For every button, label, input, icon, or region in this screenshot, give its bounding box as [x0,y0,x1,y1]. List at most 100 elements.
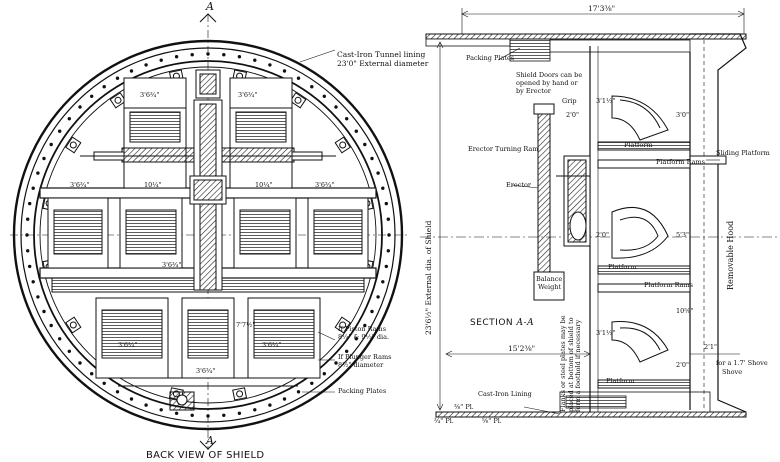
bolt [253,58,257,62]
bolt [36,295,40,299]
label-platform-1: Platform [624,141,653,149]
bolt [384,264,388,269]
bolt [376,295,380,299]
bolt [237,411,242,415]
bottom-ram [565,395,627,409]
ram-head [339,321,347,329]
bolt [36,171,40,175]
label-doors-note-3: by Erector [516,87,551,95]
bolt [268,403,272,407]
top-skin [425,33,747,40]
dim-thick-left: ¾" Pl. [434,417,454,425]
dim-vertical-center: 7'7½" [236,321,256,329]
bolt [322,372,326,376]
lining-inner-ring [20,47,396,423]
label-erector-turning-ram: Erector Turning Ram [468,145,539,153]
outer-ring [12,39,404,431]
section-mark-top: A [206,0,214,13]
bolt [363,323,367,328]
bolt [322,94,326,98]
ram-head [236,390,244,398]
dim-overall-length: 17'3⅜" [588,4,616,13]
bolt [174,411,179,415]
label-plunger-rams-dia: 8½" diameter [338,361,384,369]
bolt [334,105,338,109]
bolt [129,69,134,73]
dim-thick-mid: ⅝" Pl. [482,417,502,425]
bolt [58,337,62,341]
bolt [144,63,148,67]
bolt [386,249,390,253]
label-doors-note-2: opened by hand or [516,79,578,87]
bolt [89,94,94,98]
bolt [370,309,374,314]
shield-skin [33,60,383,410]
bolt [363,142,367,147]
bolt [26,249,30,253]
dim-2ft: 2'0" [596,231,610,239]
section-view [420,8,780,418]
dim-top-right: 3'6¾" [238,91,258,99]
section-arrow-bottom [199,440,217,450]
bottom-compartments [95,297,321,387]
label-platform-2: Platform [608,263,637,271]
label-piston-rams: If Piston Rams [338,325,387,333]
bolt [310,381,314,385]
bolt [296,76,301,80]
bolt [206,414,210,418]
bolt [58,129,62,133]
bolt [49,323,53,328]
bolt [159,58,163,62]
bolt [115,76,120,80]
bolt [334,361,338,365]
central-column [189,99,227,291]
dim-thick-right: ⅜" Pl. [454,403,474,411]
middle-compartments [47,197,369,269]
label-grip: Grip [562,97,577,105]
bolt [25,233,29,237]
bolt [115,390,120,394]
bolt [28,201,32,206]
bolt [78,105,82,109]
dim-bottom: 3'6¾" [196,367,216,375]
dim-bottom-2: 10⅝" [676,307,694,315]
bolt [354,129,358,133]
bolt [49,142,53,147]
dim-5ft: 5'3" [676,231,690,239]
bolt [310,84,314,89]
bolt [282,397,287,401]
bolt [89,372,94,376]
ram-head [294,96,302,104]
ram-head [339,141,347,149]
bolt [222,413,226,417]
bolt [345,116,349,121]
label-plunger-rams: If Plunger Rams [338,353,392,361]
bolt [42,156,46,161]
label-cast-iron-lining: Cast-Iron Lining [478,390,532,398]
bolt [386,217,390,221]
bolt [282,69,287,73]
bolt [174,55,179,59]
bolt [67,349,71,353]
label-platform-3: Platform [606,377,635,385]
dim-mid-far-right: 3'6¾" [315,181,335,189]
dim-low-right: 3'6¾" [262,341,282,349]
caption-back-view: BACK VIEW OF SHIELD [146,450,265,461]
dim-hood-note: for a 1.7' Shove [716,359,768,367]
balance-weight-box [533,271,565,301]
ram-head [69,321,77,329]
bolt [345,349,349,353]
dim-top-vert: 3'1½" [596,97,616,105]
bolt [190,53,194,57]
bolt [381,280,385,284]
section-arrow-top [199,13,217,23]
bolt [102,84,106,89]
dim-mid-right: 10¼" [255,181,273,189]
label-packing-plates-back: Packing Plates [338,387,387,395]
bolt [237,55,242,59]
dim-low-left: 3'6¾" [118,341,138,349]
label-balance-weight-1: Balance [536,275,563,283]
dim-top-left: 3'6¾" [140,91,160,99]
